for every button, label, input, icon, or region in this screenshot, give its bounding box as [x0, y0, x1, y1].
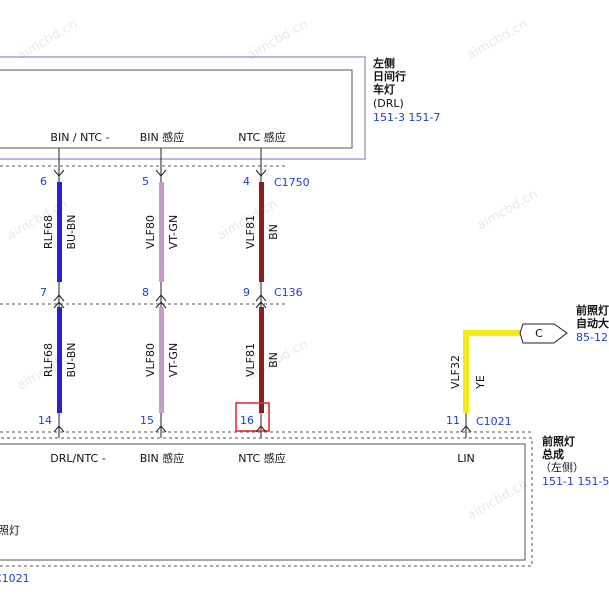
watermark: aimcbd.cn	[465, 17, 531, 64]
terminal-marker	[53, 301, 65, 309]
terminal-marker	[155, 301, 167, 309]
wire-1-circuit-upper: RLF68	[42, 215, 55, 249]
connector-c136-label: C136	[274, 286, 303, 299]
wire-3-circuit-lower: VLF81	[244, 343, 257, 377]
wire-3-pin-bottom: 16	[240, 414, 254, 427]
wire-2-color-lower: VT-GN	[167, 343, 180, 377]
pin-16-highlight	[235, 402, 270, 432]
wire-2-pin-bottom: 15	[140, 414, 154, 427]
headlamp-refs: 151-1 151-5	[542, 475, 609, 488]
lin-wire-color: YE	[474, 375, 487, 390]
headlamp-outer-border	[0, 437, 533, 567]
wire-column-1: 6 7 14 RLF68 BU-BN RLF68 BU-BN	[38, 148, 78, 438]
lin-wire-segment	[463, 330, 520, 413]
wire-1-pin-top: 6	[40, 175, 47, 188]
drl-refs: 151-3 151-7	[373, 111, 440, 124]
wire-1-pin-mid: 7	[40, 286, 47, 299]
drl-title-line-3: 车灯	[373, 82, 395, 96]
wire-1-circuit-lower: RLF68	[42, 343, 55, 377]
headlamp-assembly: DRL/NTC - BIN 感应 NTC 感应 LIN 前照灯 总成 （左侧） …	[0, 431, 609, 585]
wire-2-circuit-lower: VLF80	[144, 343, 157, 377]
terminal-marker	[255, 294, 267, 302]
wire-3-upper-segment	[259, 182, 264, 282]
terminal-marker	[53, 294, 65, 302]
headlamp-pin-label-2: BIN 感应	[140, 451, 185, 465]
terminal-marker	[155, 169, 167, 177]
drl-pin-label-2: BIN 感应	[140, 130, 185, 144]
wire-2-upper-segment	[159, 182, 164, 282]
wire-2-pin-top: 5	[142, 175, 149, 188]
wire-3-circuit-upper: VLF81	[244, 215, 257, 249]
headlamp-title-line-2: 总成	[542, 447, 564, 461]
connector-c-tag	[519, 323, 568, 344]
connector-c1750-label: C1750	[274, 176, 310, 189]
drl-module: 左侧 日间行 车灯 (DRL) 151-3 151-7 BIN / NTC - …	[0, 56, 440, 160]
wire-3-lower-segment	[259, 307, 264, 413]
headlamp-bottom-label: 照灯	[0, 524, 20, 537]
headlamp-bottom-ref: C1021	[0, 572, 30, 585]
wire-1-lower-segment	[57, 307, 62, 413]
terminal-marker	[255, 425, 267, 433]
auto-headlamp-ref: 85-12	[576, 331, 608, 344]
wire-1-pin-bottom: 14	[38, 414, 52, 427]
wire-3-color-lower: BN	[267, 352, 280, 368]
drl-module-inner-border	[0, 69, 353, 149]
lin-wire-pin: 11	[446, 414, 460, 427]
wire-3-pin-mid: 9	[243, 286, 250, 299]
watermark-layer: aimcbd.cn aimcbd.cn aimcbd.cn aimcbd.cn …	[5, 17, 541, 524]
wire-3-color-upper: BN	[267, 224, 280, 240]
connector-c-letter: C	[535, 327, 543, 340]
headlamp-pin-label-3: NTC 感应	[238, 451, 285, 465]
lin-wire: 11 VLF32 YE C 前照灯 自动大 85-12	[446, 303, 609, 438]
drl-pin-label-1: BIN / NTC -	[50, 131, 109, 144]
wire-column-3: 4 9 16 VLF81 BN VLF81 BN	[235, 148, 280, 438]
wire-2-pin-mid: 8	[142, 286, 149, 299]
auto-headlamp-title-2: 自动大	[576, 316, 609, 330]
headlamp-pin-label-1: DRL/NTC -	[50, 452, 105, 465]
drl-module-outer-border	[0, 56, 366, 160]
terminal-marker	[155, 294, 167, 302]
drl-title-line-1: 左侧	[372, 56, 395, 70]
connector-c1021-label: C1021	[476, 415, 512, 428]
headlamp-inner-border	[0, 443, 526, 561]
wire-2-color-upper: VT-GN	[167, 215, 180, 249]
wire-1-upper-segment	[57, 182, 62, 282]
headlamp-subtitle: （左侧）	[540, 461, 584, 474]
drl-subtitle: (DRL)	[373, 97, 404, 110]
wire-1-color-upper: BU-BN	[65, 215, 78, 250]
watermark: aimcbd.cn	[465, 477, 531, 524]
wire-1-color-lower: BU-BN	[65, 343, 78, 378]
wire-column-2: 5 8 15 VLF80 VT-GN VLF80 VT-GN	[140, 148, 180, 438]
terminal-marker	[255, 169, 267, 177]
auto-headlamp-title-1: 前照灯	[576, 303, 609, 317]
wire-3-pin-top: 4	[243, 175, 250, 188]
drl-title-line-2: 日间行	[373, 69, 406, 83]
headlamp-pin-label-4: LIN	[457, 452, 475, 465]
terminal-marker	[155, 425, 167, 433]
wire-2-lower-segment	[159, 307, 164, 413]
drl-pin-label-3: NTC 感应	[238, 130, 285, 144]
terminal-marker	[53, 425, 65, 433]
terminal-marker	[255, 301, 267, 309]
terminal-marker	[53, 169, 65, 177]
wire-2-circuit-upper: VLF80	[144, 215, 157, 249]
lin-wire-circuit: VLF32	[449, 355, 462, 389]
headlamp-title-line-1: 前照灯	[542, 434, 575, 448]
terminal-markers	[53, 169, 472, 433]
watermark: aimcbd.cn	[475, 187, 541, 234]
